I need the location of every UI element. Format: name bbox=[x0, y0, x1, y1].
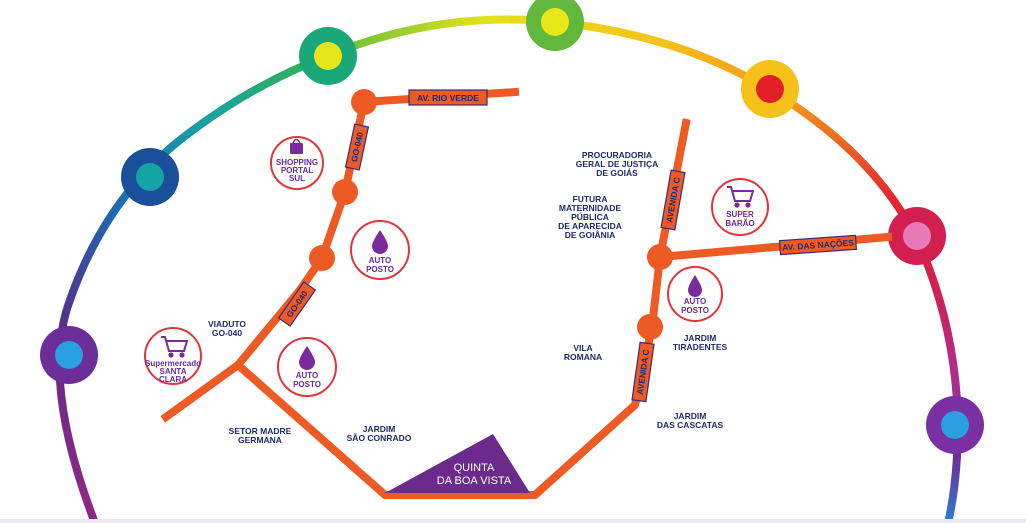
svg-text:Supermercado: Supermercado bbox=[145, 359, 201, 368]
svg-text:MATERNIDADE: MATERNIDADE bbox=[559, 203, 622, 213]
svg-text:AV. RIO VERDE: AV. RIO VERDE bbox=[417, 93, 479, 103]
svg-text:SANTA: SANTA bbox=[160, 367, 187, 376]
arc-node-green bbox=[299, 27, 357, 85]
fuel-drop-icon bbox=[372, 230, 388, 254]
fuel-drop-icon bbox=[299, 346, 315, 370]
svg-text:VILA: VILA bbox=[573, 343, 592, 353]
shopping-cart-icon bbox=[161, 336, 189, 358]
poi-shopping-portal-sul: SHOPPING PORTAL SUL bbox=[270, 136, 324, 190]
svg-text:AUTO: AUTO bbox=[296, 371, 319, 380]
arc-node-yellow bbox=[741, 60, 799, 118]
svg-text:SETOR MADRE: SETOR MADRE bbox=[229, 426, 292, 436]
label-vila-romana: VILA ROMANA bbox=[564, 343, 602, 362]
svg-text:FUTURA: FUTURA bbox=[573, 194, 608, 204]
junction-dot bbox=[332, 179, 358, 205]
junction-dot bbox=[351, 89, 377, 115]
svg-text:VIADUTO: VIADUTO bbox=[208, 319, 246, 329]
label-jardim-das-cascatas: JARDIM DAS CASCATAS bbox=[657, 411, 724, 430]
svg-text:JARDIM: JARDIM bbox=[363, 424, 396, 434]
poi-auto-posto-1: AUTO POSTO bbox=[350, 220, 410, 280]
svg-text:GO-040: GO-040 bbox=[212, 328, 243, 338]
label-viaduto: VIADUTO GO-040 bbox=[208, 319, 246, 338]
junction-dot bbox=[637, 314, 663, 340]
svg-text:POSTO: POSTO bbox=[681, 306, 709, 315]
svg-text:SUL: SUL bbox=[289, 174, 305, 183]
arc-node-violet bbox=[926, 396, 984, 454]
svg-text:PÚBLICA: PÚBLICA bbox=[571, 211, 609, 222]
label-setor-madre-germana: SETOR MADRE GERMANA bbox=[229, 426, 292, 445]
svg-text:AUTO: AUTO bbox=[684, 297, 707, 306]
junction-dot bbox=[647, 244, 673, 270]
quinta-da-boa-vista-marker: QUINTA DA BOA VISTA bbox=[385, 434, 530, 493]
svg-text:DE GOIÁS: DE GOIÁS bbox=[596, 168, 638, 178]
road-badge-av-rio-verde: AV. RIO VERDE bbox=[408, 89, 488, 106]
poi-supermercado-santa-clara: Supermercado SANTA CLARA bbox=[144, 327, 202, 385]
road-badge-av-das-nacoes: AV. DAS NAÇÕES bbox=[778, 234, 858, 256]
poi-auto-posto-2: AUTO POSTO bbox=[277, 337, 337, 397]
svg-text:DE APARECIDA: DE APARECIDA bbox=[558, 221, 622, 231]
bottom-divider bbox=[0, 519, 1026, 523]
shopping-bag-icon bbox=[290, 138, 303, 154]
label-jardim-sao-conrado: JARDIM SÃO CONRADO bbox=[347, 424, 412, 443]
poi-auto-posto-3: AUTO POSTO bbox=[667, 266, 723, 322]
color-arc-left bbox=[55, 51, 334, 523]
svg-text:QUINTA: QUINTA bbox=[454, 462, 495, 474]
arc-node-red bbox=[888, 207, 946, 265]
svg-text:BARÃO: BARÃO bbox=[725, 219, 754, 228]
svg-text:ROMANA: ROMANA bbox=[564, 352, 602, 362]
road-go040 bbox=[160, 97, 369, 423]
svg-text:DA BOA VISTA: DA BOA VISTA bbox=[437, 475, 512, 487]
svg-text:SUPER: SUPER bbox=[726, 210, 754, 219]
junction-dot bbox=[309, 245, 335, 271]
road-badge-go040-top: GO-040 bbox=[344, 123, 370, 171]
svg-text:JARDIM: JARDIM bbox=[684, 333, 717, 343]
svg-text:SHOPPING: SHOPPING bbox=[276, 158, 318, 167]
svg-text:GERAL DE JUSTIÇA: GERAL DE JUSTIÇA bbox=[576, 159, 659, 169]
svg-text:AUTO: AUTO bbox=[369, 256, 392, 265]
svg-text:POSTO: POSTO bbox=[366, 265, 394, 274]
svg-text:PORTAL: PORTAL bbox=[281, 166, 313, 175]
shopping-cart-icon bbox=[727, 186, 755, 208]
svg-text:POSTO: POSTO bbox=[293, 380, 321, 389]
arc-node-blue bbox=[121, 148, 179, 206]
svg-text:GERMANA: GERMANA bbox=[238, 435, 282, 445]
svg-text:PROCURADORIA: PROCURADORIA bbox=[582, 150, 652, 160]
svg-text:TIRADENTES: TIRADENTES bbox=[673, 342, 728, 352]
label-procuradoria: PROCURADORIA GERAL DE JUSTIÇA DE GOIÁS bbox=[576, 150, 659, 178]
svg-text:SÃO CONRADO: SÃO CONRADO bbox=[347, 433, 412, 443]
fuel-drop-icon bbox=[688, 275, 702, 297]
svg-text:DAS CASCATAS: DAS CASCATAS bbox=[657, 420, 724, 430]
svg-text:JARDIM: JARDIM bbox=[674, 411, 707, 421]
label-jardim-tiradentes: JARDIM TIRADENTES bbox=[673, 333, 728, 352]
label-futura-maternidade: FUTURA MATERNIDADE PÚBLICA DE APARECIDA … bbox=[558, 194, 622, 240]
poi-super-barao: SUPER BARÃO bbox=[711, 178, 769, 236]
arc-node-purple bbox=[40, 326, 98, 384]
svg-text:CLARA: CLARA bbox=[159, 375, 187, 384]
road-badge-avenida-c-top: AVENIDA C bbox=[660, 169, 686, 231]
color-arc-right bbox=[766, 86, 963, 523]
road-badge-avenida-c-bottom: AVENIDA C bbox=[631, 341, 655, 403]
svg-text:DE GOIÂNIA: DE GOIÂNIA bbox=[565, 229, 616, 240]
arc-node-lime bbox=[526, 0, 584, 51]
